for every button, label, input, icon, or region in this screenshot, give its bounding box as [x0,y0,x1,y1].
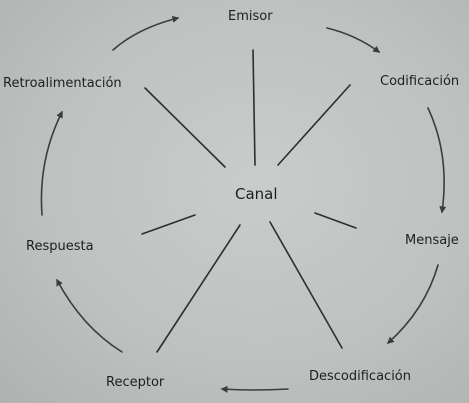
spoke-to-codificacion [277,84,351,166]
arrow-codificacion-to-mensaje [427,107,447,214]
spoke-to-mensaje [314,212,357,229]
arrow-retroalimentacion-to-emisor [112,15,180,51]
spoke-to-receptor [156,224,241,353]
arrow-receptor-to-respuesta [56,278,123,353]
arrow-respuesta-to-retroalimentacion [40,110,63,216]
node-retroalimentacion: Retroalimentación [3,76,122,91]
center-canal: Canal [235,185,278,203]
spoke-to-retroalimentacion [144,87,226,168]
arrow-emisor-to-codificacion [326,27,381,53]
arrow-mensaje-to-descodificacion [386,264,439,344]
node-respuesta: Respuesta [26,239,94,254]
node-mensaje: Mensaje [405,233,459,248]
node-receptor: Receptor [106,375,165,390]
spoke-to-emisor [252,49,256,166]
spoke-to-respuesta [141,214,196,235]
arrow-descodificacion-to-receptor [220,385,289,393]
node-emisor: Emisor [228,9,273,24]
node-codificacion: Codificación [380,74,460,89]
spoke-to-descodificacion [269,221,343,349]
node-descodificacion: Descodificación [309,369,412,384]
